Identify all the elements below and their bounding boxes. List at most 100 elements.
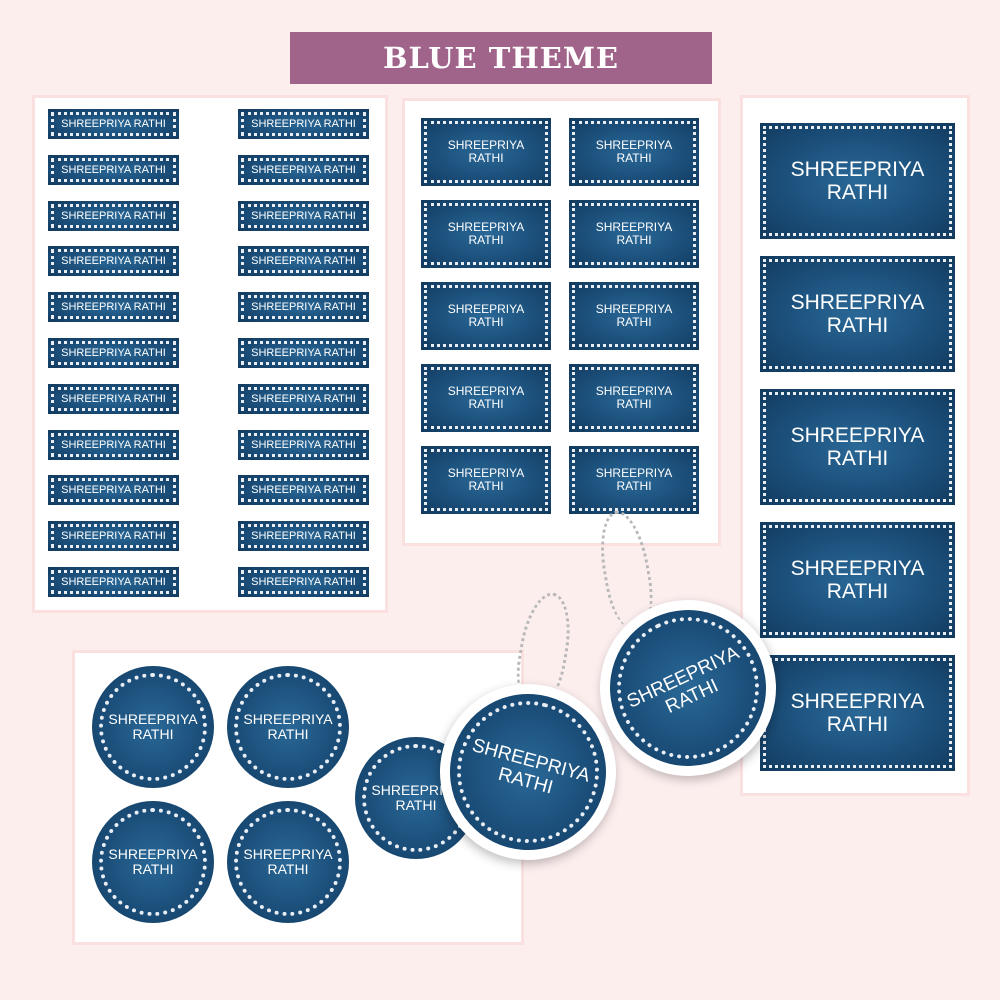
name-label: SHREEPRIYA RATHI (48, 109, 179, 139)
label-text: RATHI (616, 233, 652, 247)
name-label: SHREEPRIYA RATHI (238, 429, 369, 460)
name-label: SHREEPRIYA RATHI (238, 521, 369, 552)
theme-title-banner: BLUE THEME (290, 32, 712, 84)
label-text: SHREEPRIYA (790, 689, 925, 713)
name-label: SHREEPRIYA RATHI (238, 383, 369, 414)
label-text: SHREEPRIYA RATHI (61, 209, 166, 222)
name-label: SHREEPRIYA RATHI (48, 383, 179, 414)
label-text: RATHI (468, 479, 504, 493)
label-text: RATHI (616, 315, 652, 329)
label-text: SHREEPRIYA RATHI (251, 438, 356, 451)
label-text: SHREEPRIYA (790, 290, 925, 314)
label-text: RATHI (468, 151, 504, 165)
label-text: SHREEPRIYA (790, 556, 925, 580)
label-text: SHREEPRIYA (371, 781, 461, 798)
label-text: SHREEPRIYA RATHI (251, 346, 356, 359)
name-label: SHREEPRIYA RATHI (238, 292, 369, 323)
name-label: SHREEPRIYA RATHI (238, 567, 369, 597)
label-text: SHREEPRIYA RATHI (251, 530, 356, 543)
label-text: SHREEPRIYA (447, 219, 525, 234)
label-text: RATHI (826, 314, 889, 337)
name-label: SHREEPRIYA RATHI (48, 521, 179, 552)
name-label: SHREEPRIYA RATHI (238, 246, 369, 277)
label-text: SHREEPRIYA (595, 383, 673, 398)
label-text: SHREEPRIYA (595, 219, 673, 234)
name-label: SHREEPRIYA RATHI (238, 475, 369, 506)
name-label: SHREEPRIYA RATHI (48, 246, 179, 277)
name-label: SHREEPRIYA RATHI (48, 338, 179, 368)
label-text: RATHI (616, 479, 652, 493)
label-text: SHREEPRIYA RATHI (61, 163, 166, 176)
label-text: SHREEPRIYA (595, 465, 673, 480)
label-text: SHREEPRIYA (447, 301, 525, 316)
label-text: SHREEPRIYA (447, 137, 525, 152)
label-text: RATHI (395, 797, 437, 813)
label-text: SHREEPRIYA RATHI (251, 209, 356, 222)
label-text: SHREEPRIYA RATHI (251, 484, 356, 497)
name-label: SHREEPRIYA RATHI (48, 154, 179, 185)
label-text: SHREEPRIYA (243, 845, 333, 862)
label-text: RATHI (826, 181, 889, 204)
label-text: SHREEPRIYA (790, 423, 925, 447)
label-text: RATHI (468, 315, 504, 329)
label-text: RATHI (132, 726, 174, 742)
label-text: SHREEPRIYA RATHI (61, 530, 166, 543)
label-text: RATHI (132, 861, 174, 877)
name-label: SHREEPRIYA RATHI (238, 200, 369, 231)
name-label: SHREEPRIYA RATHI (238, 338, 369, 368)
label-text: RATHI (468, 233, 504, 247)
label-text: SHREEPRIYA RATHI (251, 255, 356, 268)
label-text: RATHI (616, 151, 652, 165)
label-text: RATHI (267, 861, 309, 877)
label-text: SHREEPRIYA (447, 383, 525, 398)
label-text: SHREEPRIYA RATHI (251, 163, 356, 176)
name-label: SHREEPRIYA RATHI (48, 567, 179, 597)
label-text: SHREEPRIYA RATHI (61, 392, 166, 405)
name-label: SHREEPRIYA RATHI (48, 200, 179, 231)
label-text: SHREEPRIYA RATHI (61, 575, 166, 588)
name-label: SHREEPRIYA RATHI (238, 154, 369, 185)
label-text: SHREEPRIYA RATHI (61, 346, 166, 359)
label-text: SHREEPRIYA (790, 157, 925, 181)
name-label: SHREEPRIYA RATHI (48, 475, 179, 506)
label-text: SHREEPRIYA (243, 710, 333, 727)
label-text: RATHI (826, 713, 889, 736)
label-text: SHREEPRIYA RATHI (251, 117, 356, 130)
name-label: SHREEPRIYA RATHI (238, 109, 369, 139)
name-label: SHREEPRIYA RATHI (48, 429, 179, 460)
theme-title: BLUE THEME (382, 41, 620, 75)
label-text: RATHI (826, 580, 889, 603)
label-text: SHREEPRIYA (108, 845, 198, 862)
label-text: SHREEPRIYA RATHI (61, 484, 166, 497)
label-text: SHREEPRIYA RATHI (61, 301, 166, 314)
label-text: SHREEPRIYA RATHI (251, 301, 356, 314)
label-text: RATHI (468, 397, 504, 411)
label-text: SHREEPRIYA RATHI (61, 117, 166, 130)
name-label: SHREEPRIYA RATHI (48, 292, 179, 323)
label-text: SHREEPRIYA (595, 301, 673, 316)
label-text: SHREEPRIYA RATHI (251, 392, 356, 405)
label-text: SHREEPRIYA RATHI (61, 255, 166, 268)
label-text: RATHI (616, 397, 652, 411)
